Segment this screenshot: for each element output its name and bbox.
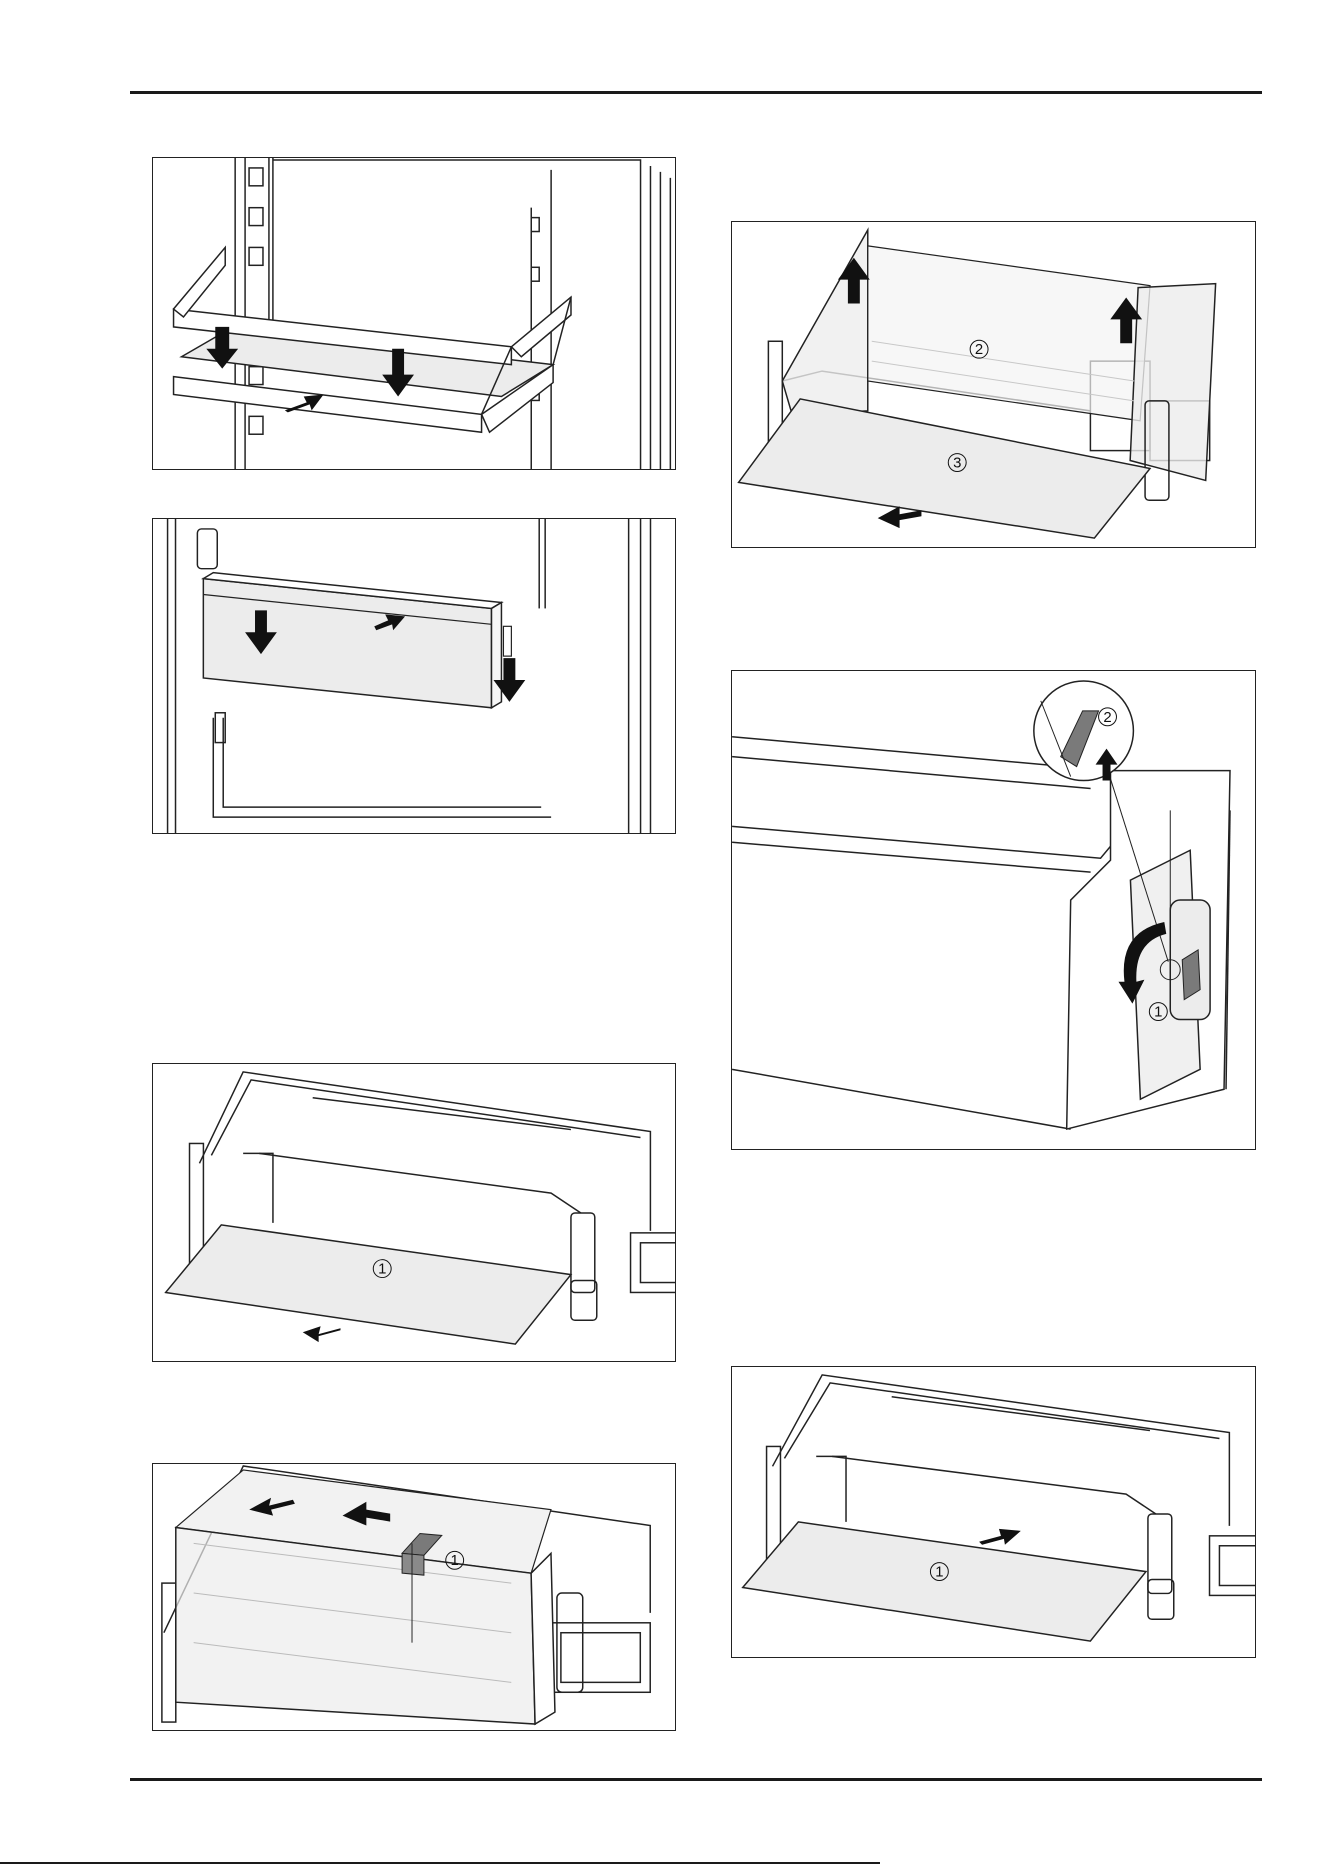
footer-rule: [130, 1778, 1262, 1781]
drawer-latch-detail-illustration: 2 1: [732, 671, 1255, 1149]
callout-2: 2: [975, 342, 983, 358]
figure-drawer-divider: 1: [152, 1463, 676, 1731]
callout-1: 1: [378, 1262, 386, 1278]
figure-door-rack: [152, 518, 676, 834]
callout-1: 1: [935, 1565, 943, 1581]
figure-drawer-panel-slide: 1: [152, 1063, 676, 1362]
door-rack-illustration: [153, 519, 675, 833]
shelf-frame-illustration: [153, 158, 675, 469]
callout-3: 3: [953, 455, 961, 471]
figure-drawer-latch-detail: 2 1: [731, 670, 1256, 1150]
callout-2: 2: [1103, 709, 1111, 726]
callout-1: 1: [1154, 1004, 1162, 1021]
arrow-right-icon: [979, 1529, 1021, 1545]
drawer-lift-front-illustration: 2 3: [732, 222, 1255, 547]
header-rule: [130, 91, 1262, 94]
figure-drawer-panel-insert: 1: [731, 1366, 1256, 1658]
drawer-panel-slide-illustration: 1: [153, 1064, 675, 1361]
figure-shelf-frame: [152, 157, 676, 470]
drawer-divider-illustration: 1: [153, 1464, 675, 1730]
footnote-rule: [0, 1862, 880, 1864]
drawer-panel-insert-illustration: 1: [732, 1367, 1255, 1657]
figure-drawer-lift-front: 2 3: [731, 221, 1256, 548]
callout-1: 1: [451, 1553, 459, 1569]
arrow-left-icon: [303, 1326, 341, 1342]
